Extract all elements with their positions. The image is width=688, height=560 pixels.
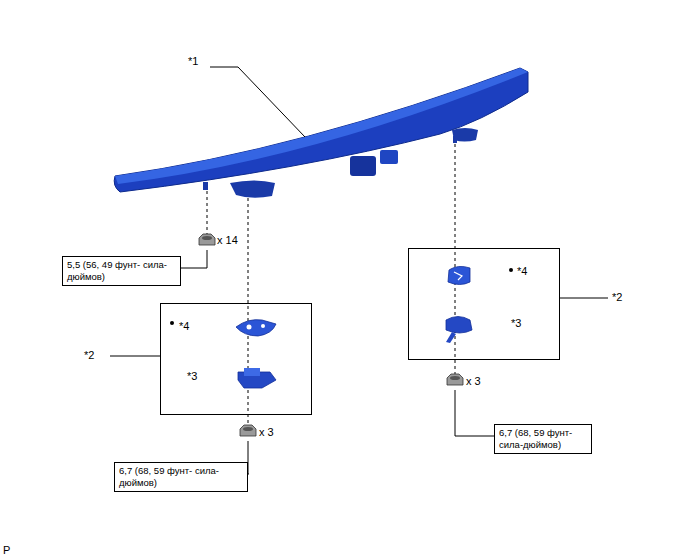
torque-box: 5,5 (56, 49 фунт- сила-дюймов) bbox=[62, 256, 181, 286]
quantity-label: x 3 bbox=[259, 426, 274, 439]
spoiler-part bbox=[114, 68, 528, 198]
callout-number: *2 bbox=[84, 349, 94, 362]
quantity-label: x 3 bbox=[466, 375, 481, 388]
callout-number: *3 bbox=[511, 317, 521, 330]
leader-line bbox=[210, 67, 305, 137]
torque-value: 6,7 (68, 59 фунт- сила-дюймов) bbox=[115, 463, 247, 491]
quantity-label: x 14 bbox=[217, 234, 238, 247]
callout-number: *1 bbox=[188, 55, 198, 68]
alignment-line bbox=[207, 144, 455, 425]
torque-value: 5,5 (56, 49 фунт- сила-дюймов) bbox=[63, 257, 180, 285]
bracket-part bbox=[236, 266, 472, 388]
part-group-box: *4 *3 bbox=[160, 303, 312, 415]
callout-number: *4 bbox=[517, 265, 527, 278]
leader-line bbox=[110, 250, 608, 474]
callout-number: *4 bbox=[179, 320, 189, 333]
bullet-mark bbox=[509, 268, 513, 272]
page-mark: P bbox=[3, 544, 10, 557]
part-group-box: *4 *3 bbox=[408, 248, 560, 360]
torque-value: 6,7 (68, 59 фунт- сила-дюймов) bbox=[495, 425, 591, 453]
torque-box: 6,7 (68, 59 фунт- сила-дюймов) bbox=[494, 424, 592, 454]
callout-number: *3 bbox=[187, 370, 197, 383]
callout-number: *2 bbox=[612, 291, 622, 304]
bullet-mark bbox=[170, 321, 174, 325]
nut bbox=[199, 234, 463, 436]
torque-box: 6,7 (68, 59 фунт- сила-дюймов) bbox=[114, 462, 248, 492]
